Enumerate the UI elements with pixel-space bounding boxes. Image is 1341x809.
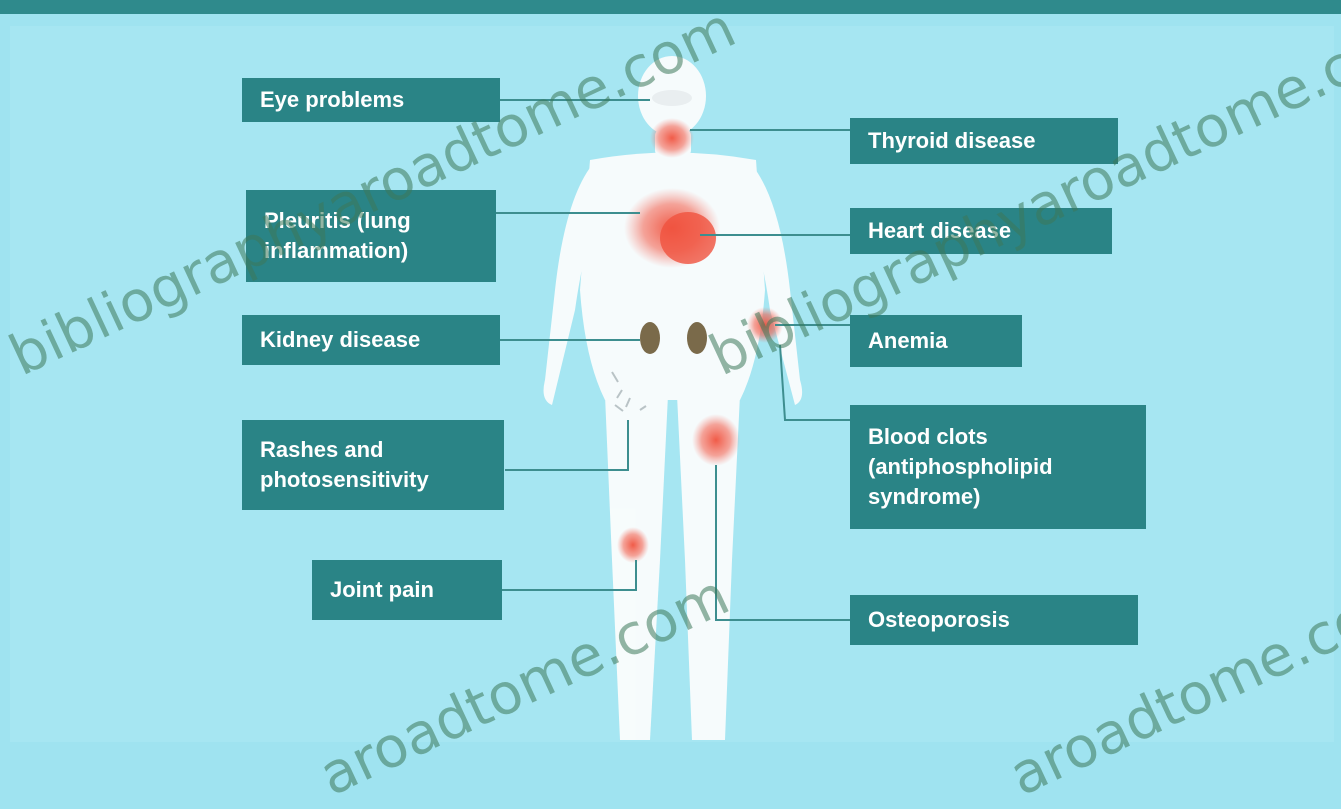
connector-lines — [0, 0, 1341, 753]
joint-pain-label: Joint pain — [312, 560, 502, 620]
blood-clots-label: Blood clots (antiphospholipid syndrome) — [850, 405, 1146, 529]
rashes-label: Rashes and photosensitivity — [242, 420, 504, 510]
kidney-disease-label: Kidney disease — [242, 315, 500, 365]
heart-disease-label: Heart disease — [850, 208, 1112, 254]
joint-connector — [500, 560, 636, 590]
rashes-connector — [505, 420, 628, 470]
anemia-label: Anemia — [850, 315, 1022, 367]
thyroid-disease-label: Thyroid disease — [850, 118, 1118, 164]
blood-clots-connector — [780, 345, 850, 420]
osteoporosis-label: Osteoporosis — [850, 595, 1138, 645]
pleuritis-label: Pleuritis (lung inflammation) — [246, 190, 496, 282]
eye-problems-label: Eye problems — [242, 78, 500, 122]
osteoporosis-connector — [716, 465, 850, 620]
